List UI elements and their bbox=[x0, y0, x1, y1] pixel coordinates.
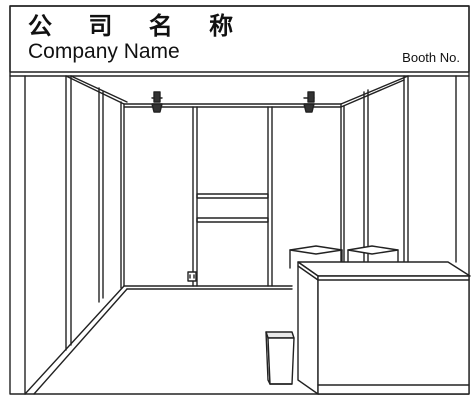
wastebasket bbox=[265, 331, 295, 385]
chair bbox=[289, 245, 343, 269]
floor-edges bbox=[24, 285, 293, 395]
back-wall-shelf bbox=[196, 217, 269, 223]
power-socket-icon bbox=[187, 271, 197, 282]
company-name-english: Company Name bbox=[28, 40, 180, 63]
back-wall-shelf bbox=[196, 193, 269, 199]
booth-number-label: Booth No. bbox=[402, 50, 460, 65]
left-side-wall bbox=[24, 75, 128, 395]
company-name-chinese: 公 司 名 称 bbox=[28, 12, 248, 40]
right-side-wall bbox=[340, 75, 457, 263]
spotlight-icon bbox=[151, 91, 163, 113]
spotlight-icon bbox=[303, 91, 315, 113]
back-wall bbox=[123, 103, 342, 287]
fascia-board bbox=[9, 5, 470, 73]
chair bbox=[347, 245, 399, 263]
reception-counter bbox=[297, 261, 471, 395]
